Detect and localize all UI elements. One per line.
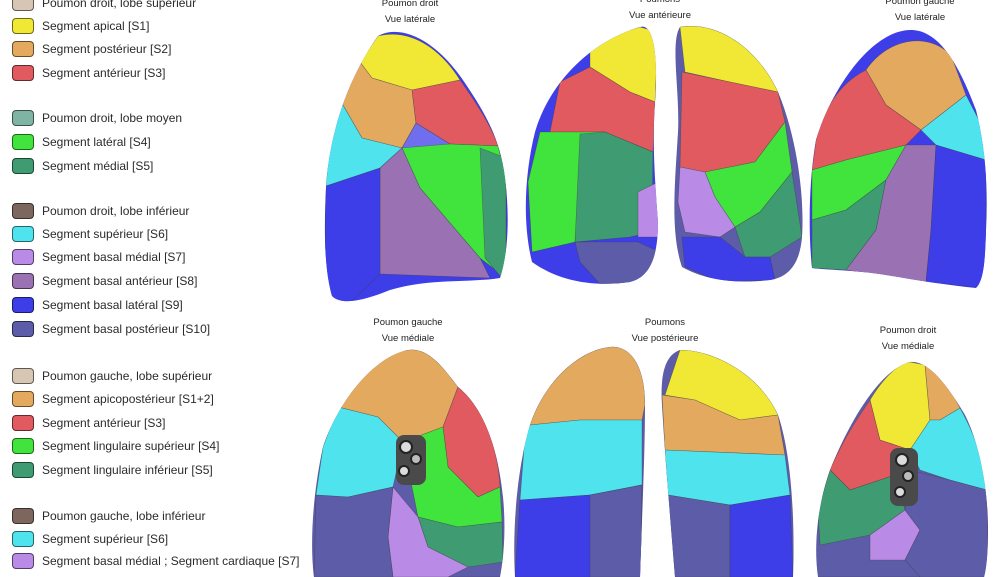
legend-label: Segment basal postérieur [S10] (42, 322, 211, 336)
legend-swatch (12, 0, 34, 11)
hilum-vessels (890, 448, 918, 506)
view-caption-line2: Vue médiale (881, 341, 935, 352)
legend-item: Segment antérieur [S3] (12, 413, 165, 433)
view-caption-line2: Vue latérale (384, 14, 436, 25)
legend-swatch (12, 273, 34, 289)
legend-label: Segment supérieur [S6] (42, 227, 169, 241)
legend-item: Segment supérieur [S6] (12, 224, 168, 244)
legend-swatch (12, 203, 34, 219)
legend-label: Segment apicopostérieur [S1+2] (42, 392, 214, 406)
lungs-anterior-illustration (525, 26, 803, 284)
view-caption-line1: Poumons (644, 317, 686, 328)
legend-item: Segment basal médial [S7] (12, 247, 185, 267)
legend-swatch (12, 462, 34, 478)
legend-label: Segment postérieur [S2] (42, 42, 172, 56)
legend-label: Segment médial [S5] (42, 159, 154, 173)
view-caption-line1: Poumon droit (879, 325, 937, 336)
legend-swatch (12, 41, 34, 57)
legend-label: Segment latéral [S4] (42, 135, 151, 149)
legend-swatch (12, 226, 34, 242)
legend-item: Segment lingulaire supérieur [S4] (12, 436, 219, 456)
legend-item: Segment supérieur [S6] (12, 529, 168, 549)
lungs-posterior-illustration (514, 346, 794, 577)
legend-swatch (12, 297, 34, 313)
legend-label: Segment lingulaire inférieur [S5] (42, 463, 213, 477)
view-caption: Poumon droit Vue médiale (853, 323, 963, 355)
legend-swatch (12, 110, 34, 126)
legend-item: Segment basal postérieur [S10] (12, 319, 210, 339)
view-caption: Poumons Vue antérieure (605, 0, 715, 24)
view-caption-line1: Poumon gauche (885, 0, 955, 7)
legend-swatch (12, 368, 34, 384)
legend-label: Segment lingulaire supérieur [S4] (42, 439, 220, 453)
legend-swatch (12, 508, 34, 524)
legend-swatch (12, 415, 34, 431)
legend-swatch (12, 65, 34, 81)
legend-swatch (12, 18, 34, 34)
legend-item: Poumon gauche, lobe inférieur (12, 506, 205, 526)
legend-item: Segment latéral [S4] (12, 132, 151, 152)
legend-swatch (12, 391, 34, 407)
legend-item: Segment basal antérieur [S8] (12, 271, 197, 291)
legend-swatch (12, 438, 34, 454)
view-caption-line2: Vue latérale (894, 12, 946, 23)
legend-label: Poumon gauche, lobe inférieur (42, 509, 206, 523)
legend-item: Segment médial [S5] (12, 156, 153, 176)
legend-swatch (12, 553, 34, 569)
view-caption-line2: Vue antérieure (629, 10, 691, 21)
legend-swatch (12, 158, 34, 174)
legend-item: Segment apical [S1] (12, 16, 149, 36)
legend-label: Segment basal médial [S7] (42, 250, 186, 264)
legend-label: Poumon droit, lobe moyen (42, 111, 183, 125)
legend-label: Poumon droit, lobe supérieur (42, 0, 197, 10)
legend-item: Segment lingulaire inférieur [S5] (12, 460, 213, 480)
legend-label: Segment basal latéral [S9] (42, 298, 183, 312)
right-lung-medial-illustration (816, 361, 988, 577)
legend-label: Poumon droit, lobe inférieur (42, 204, 190, 218)
legend-label: Poumon gauche, lobe supérieur (42, 369, 213, 383)
legend-label: Segment basal médial ; Segment cardiaque… (42, 554, 300, 568)
view-caption-line1: Poumons (605, 0, 715, 8)
legend-swatch (12, 321, 34, 337)
right-lung-lateral-illustration (324, 31, 508, 302)
view-caption-line1: Poumon gauche (373, 317, 443, 328)
view-caption: Poumon gauche Vue médiale (353, 315, 463, 347)
legend-item: Segment apicopostérieur [S1+2] (12, 389, 214, 409)
legend-label: Segment antérieur [S3] (42, 416, 166, 430)
legend-item: Poumon droit, lobe supérieur (12, 0, 196, 13)
left-lung-medial-illustration (312, 349, 505, 577)
legend-label: Segment basal antérieur [S8] (42, 274, 198, 288)
legend-item: Segment antérieur [S3] (12, 63, 165, 83)
legend-item: Segment basal latéral [S9] (12, 295, 183, 315)
view-caption-line2: Vue médiale (381, 333, 435, 344)
view-caption: Poumon droit Vue latérale (355, 0, 465, 28)
legend-item: Poumon droit, lobe inférieur (12, 201, 189, 221)
legend-item: Segment postérieur [S2] (12, 39, 171, 59)
legend-label: Segment apical [S1] (42, 19, 150, 33)
legend-swatch (12, 134, 34, 150)
legend-label: Segment supérieur [S6] (42, 532, 169, 546)
legend-swatch (12, 531, 34, 547)
legend-item: Poumon droit, lobe moyen (12, 108, 182, 128)
legend-item: Segment basal médial ; Segment cardiaque… (12, 551, 299, 571)
hilum-vessels (396, 435, 426, 485)
legend-label: Segment antérieur [S3] (42, 66, 166, 80)
view-caption-line2: Vue postérieure (631, 333, 699, 344)
legend-swatch (12, 249, 34, 265)
view-caption: Poumons Vue postérieure (610, 315, 720, 347)
legend-item: Poumon gauche, lobe supérieur (12, 366, 212, 386)
left-lung-lateral-illustration (809, 30, 987, 288)
segment-legend: Poumon droit, lobe supérieur Segment api… (0, 0, 310, 577)
view-caption-line1: Poumon droit (381, 0, 439, 9)
view-caption: Poumon gauche Vue latérale (865, 0, 975, 26)
